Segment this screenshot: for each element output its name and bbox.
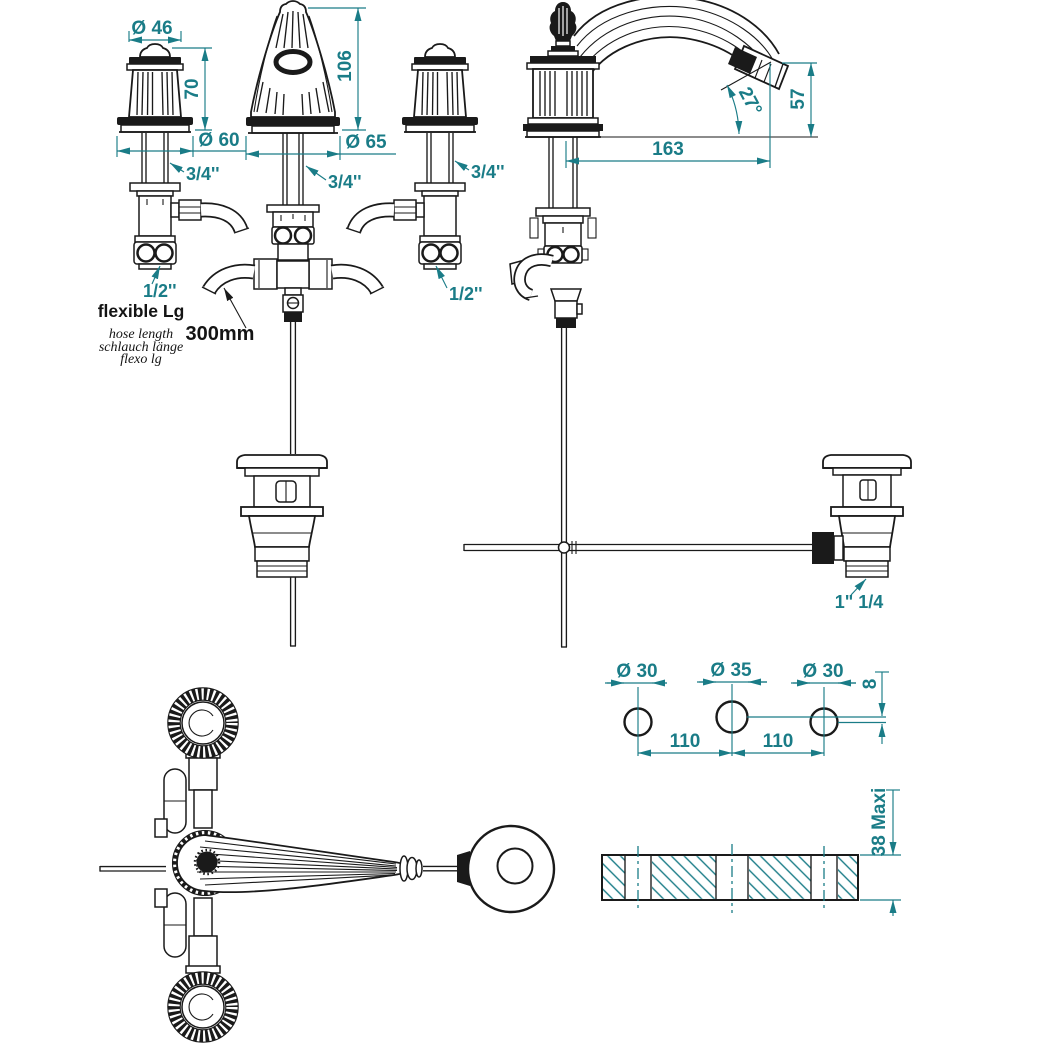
plan-popup-knob [466,824,556,914]
countertop-section [601,844,859,913]
side-handle [523,2,603,138]
label-thread-right: 3/4'' [471,162,505,182]
dim-spacing-left: 110 [670,731,701,752]
label-thread-left: 3/4'' [186,164,220,184]
dim-handle-height: 70 [182,78,203,99]
note-flexible-de: schlauch länge [99,340,183,355]
note-flexible-fr: flexo lg [120,352,162,367]
dim-spout-height: 106 [335,50,356,82]
side-spout-arc [573,0,790,91]
label-connection-left: 1/2'' [143,281,177,301]
note-flexible-title: flexible Lg [98,301,185,321]
side-popup-drain: 1" 1/4 [812,454,912,612]
dim-handle-base-diameter: Ø 60 [198,130,239,151]
note-hose-length: 300mm [186,323,255,345]
side-body [509,137,597,648]
dim-max-thickness: 38 Maxi [869,788,890,857]
label-drain-thread: 1" 1/4 [835,592,884,612]
label-thread-center: 3/4'' [328,172,362,192]
front-view: Ø 46 70 106 Ø 60 Ø 65 3/4'' [98,0,505,647]
front-right-handle [345,43,478,270]
side-view: 1" 1/4 27° 57 163 [463,0,912,648]
dim-spout-angle: 27° [734,84,766,119]
note-flexible-en: hose length [109,327,173,342]
plan-knob-bottom [167,971,239,1043]
dim-handle-top-diameter: Ø 46 [131,18,172,39]
front-dimensions: Ø 46 70 106 Ø 60 Ø 65 3/4'' [98,7,505,367]
plan-view [99,687,556,1043]
plan-spout-lever [176,834,423,894]
dim-spacing-right: 110 [763,731,794,752]
drain-linkage-rod [463,541,820,554]
hole-layout: Ø 30 Ø 35 Ø 30 8 110 110 [601,660,901,916]
thickness-dimension: 38 Maxi [860,788,901,916]
front-left-handle [117,43,250,270]
dim-hole-left-diameter: Ø 30 [616,661,657,682]
plan-knob-top [167,687,239,759]
dim-hole-offset: 8 [860,679,881,690]
dim-hole-center-diameter: Ø 35 [710,660,752,681]
label-connection-right: 1/2'' [449,284,483,304]
dim-hole-right-diameter: Ø 30 [802,661,843,682]
front-center-spout [201,0,385,454]
dim-spout-drop: 57 [788,88,809,109]
front-popup-drain [236,454,328,647]
dim-spout-reach: 163 [652,139,684,160]
dim-spout-base-diameter: Ø 65 [345,132,387,153]
